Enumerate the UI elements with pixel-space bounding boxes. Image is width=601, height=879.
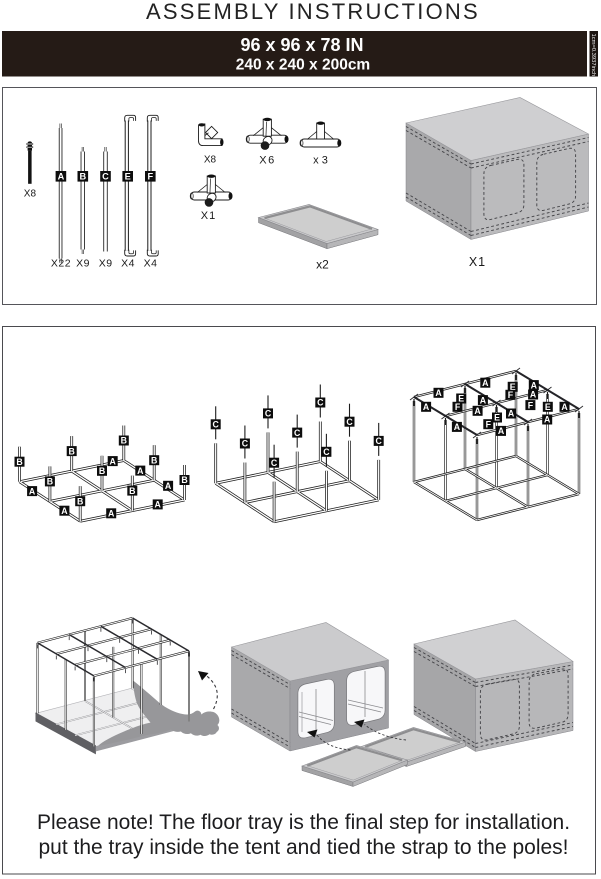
svg-text:put the tray inside the tent a: put the tray inside the tent and tied th… xyxy=(38,836,568,859)
svg-text:B: B xyxy=(47,477,53,487)
svg-text:E: E xyxy=(458,394,464,404)
svg-text:B: B xyxy=(69,446,75,456)
svg-text:F: F xyxy=(147,172,153,182)
svg-text:240 x 240 x 200cm: 240 x 240 x 200cm xyxy=(236,57,370,74)
svg-text:A: A xyxy=(544,415,551,425)
svg-text:B: B xyxy=(151,455,157,465)
svg-text:A: A xyxy=(531,380,538,390)
svg-text:A: A xyxy=(530,390,537,400)
svg-text:E: E xyxy=(510,382,516,392)
svg-text:1cm=0.3937inch: 1cm=0.3937inch xyxy=(590,34,596,77)
svg-text:A: A xyxy=(108,509,115,519)
svg-text:A: A xyxy=(480,395,487,405)
svg-text:x 3: x 3 xyxy=(313,155,328,167)
svg-text:C: C xyxy=(213,420,220,430)
svg-text:X4: X4 xyxy=(121,258,135,270)
svg-text:F: F xyxy=(528,400,534,410)
svg-text:E: E xyxy=(494,413,500,423)
svg-text:C: C xyxy=(376,436,383,446)
svg-text:C: C xyxy=(102,172,109,182)
svg-text:F: F xyxy=(455,402,461,412)
svg-text:X8: X8 xyxy=(24,189,37,200)
svg-text:A: A xyxy=(561,402,568,412)
svg-text:F: F xyxy=(486,419,492,429)
svg-text:C: C xyxy=(346,417,353,427)
svg-text:A: A xyxy=(435,388,442,398)
svg-text:X8: X8 xyxy=(204,155,217,166)
svg-text:B: B xyxy=(79,172,86,182)
svg-text:A: A xyxy=(498,426,505,436)
svg-text:C: C xyxy=(323,447,330,457)
svg-text:C: C xyxy=(271,458,278,468)
svg-text:B: B xyxy=(99,466,105,476)
svg-text:ASSEMBLY INSTRUCTIONS: ASSEMBLY INSTRUCTIONS xyxy=(146,0,480,24)
svg-text:C: C xyxy=(294,428,301,438)
svg-text:X6: X6 xyxy=(259,155,275,167)
svg-text:X9: X9 xyxy=(76,258,90,270)
svg-text:X1: X1 xyxy=(201,210,216,222)
svg-text:A: A xyxy=(29,486,36,496)
svg-text:B: B xyxy=(121,436,127,446)
svg-text:C: C xyxy=(317,398,324,408)
svg-text:X1: X1 xyxy=(469,255,486,269)
svg-text:A: A xyxy=(454,422,461,432)
svg-text:A: A xyxy=(474,406,481,416)
svg-text:A: A xyxy=(110,456,117,466)
svg-text:A: A xyxy=(508,409,515,419)
svg-text:B: B xyxy=(181,475,187,485)
svg-text:C: C xyxy=(265,409,272,419)
svg-text:A: A xyxy=(137,466,144,476)
svg-text:B: B xyxy=(77,496,83,506)
svg-text:A: A xyxy=(423,402,430,412)
svg-text:96 x 96 x 78 IN: 96 x 96 x 78 IN xyxy=(240,35,363,55)
svg-text:E: E xyxy=(125,172,131,182)
svg-text:Please note! The floor tray is: Please note! The floor tray is the final… xyxy=(37,811,570,834)
svg-text:A: A xyxy=(165,481,172,491)
svg-text:E: E xyxy=(545,402,551,412)
svg-text:X9: X9 xyxy=(99,258,113,270)
svg-text:X22: X22 xyxy=(51,258,71,270)
svg-text:X4: X4 xyxy=(144,258,158,270)
svg-text:C: C xyxy=(242,439,249,449)
svg-text:A: A xyxy=(155,500,162,510)
svg-text:A: A xyxy=(61,506,68,516)
svg-text:B: B xyxy=(129,486,135,496)
svg-text:F: F xyxy=(508,390,514,400)
svg-text:A: A xyxy=(58,172,65,182)
svg-text:A: A xyxy=(482,378,489,388)
svg-text:B: B xyxy=(16,457,22,467)
svg-text:x2: x2 xyxy=(316,258,329,272)
